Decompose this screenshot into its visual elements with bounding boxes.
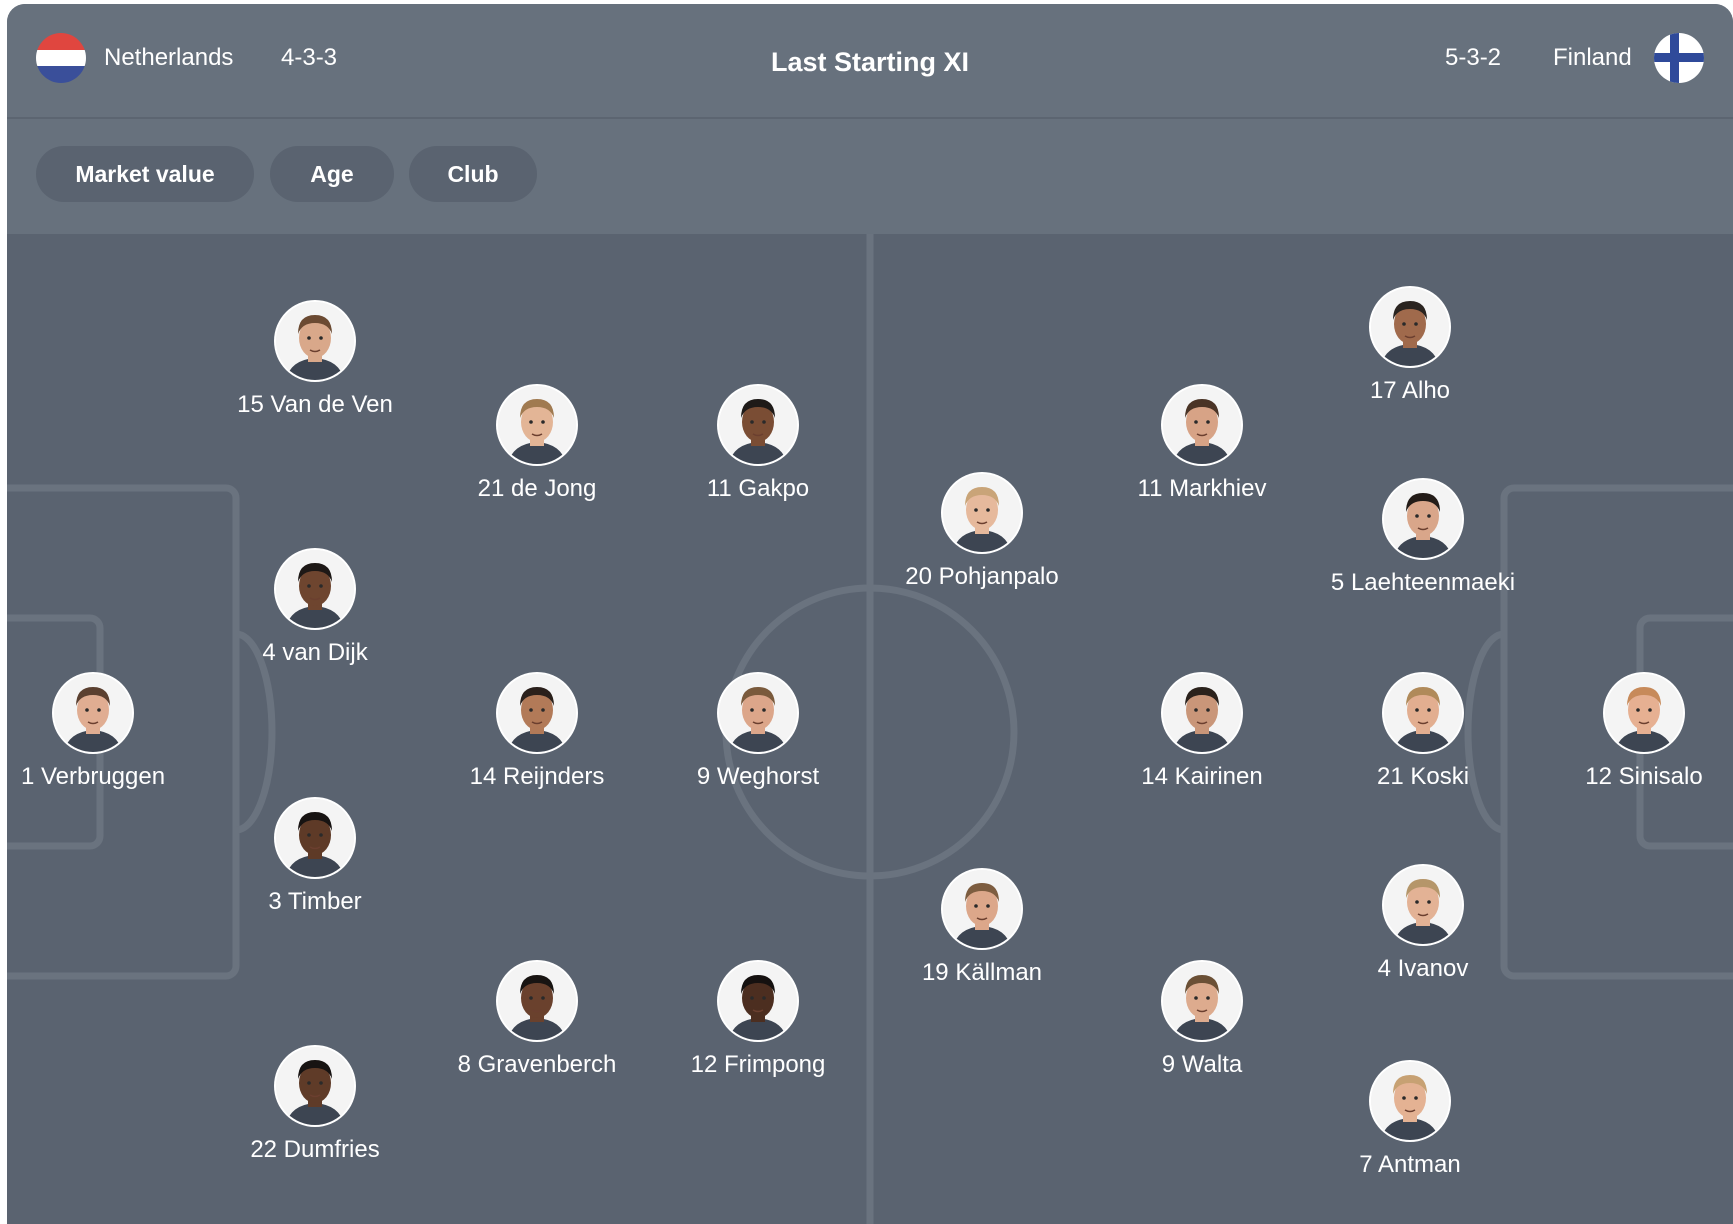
- away-player-17-alho[interactable]: 17 Alho: [1290, 288, 1530, 406]
- player-name[interactable]: 21 Koski: [1376, 763, 1470, 790]
- away-player-11-markhiev[interactable]: 11 Markhiev: [1082, 386, 1322, 504]
- player-name[interactable]: 8 Gravenberch: [457, 1051, 617, 1078]
- player-name[interactable]: 3 Timber: [268, 888, 362, 915]
- netherlands-flag-icon: [36, 33, 86, 83]
- player-photo[interactable]: [719, 962, 797, 1040]
- player-photo[interactable]: [1605, 674, 1683, 752]
- away-player-14-kairinen[interactable]: 14 Kairinen: [1082, 674, 1322, 792]
- home-player-4-van-dijk[interactable]: 4 van Dijk: [195, 550, 435, 668]
- player-photo[interactable]: [943, 474, 1021, 552]
- player-photo[interactable]: [719, 674, 797, 752]
- player-photo[interactable]: [498, 674, 576, 752]
- player-name[interactable]: 14 Reijnders: [469, 763, 605, 790]
- home-team-name[interactable]: Netherlands: [104, 44, 234, 71]
- player-photo[interactable]: [54, 674, 132, 752]
- player-photo[interactable]: [1163, 386, 1241, 464]
- player-name[interactable]: 4 van Dijk: [262, 639, 368, 666]
- player-photo[interactable]: [1384, 866, 1462, 944]
- player-name[interactable]: 1 Verbruggen: [20, 763, 166, 790]
- pitch-markings: [7, 234, 1733, 1224]
- home-player-21-de-jong[interactable]: 21 de Jong: [417, 386, 657, 504]
- pitch: [7, 234, 1733, 1224]
- club-filter-button[interactable]: Club: [409, 146, 537, 202]
- player-name[interactable]: 15 Van de Ven: [237, 391, 393, 418]
- player-photo[interactable]: [276, 302, 354, 380]
- player-name[interactable]: 17 Alho: [1369, 377, 1451, 404]
- player-photo[interactable]: [719, 386, 797, 464]
- lineup-header: Netherlands 4-3-3 Last Starting XI 5-3-2…: [7, 4, 1733, 119]
- player-name[interactable]: 22 Dumfries: [250, 1136, 380, 1163]
- age-filter-button[interactable]: Age: [270, 146, 394, 202]
- player-photo[interactable]: [276, 799, 354, 877]
- player-photo[interactable]: [1371, 288, 1449, 366]
- home-player-9-weghorst[interactable]: 9 Weghorst: [638, 674, 878, 792]
- home-player-14-reijnders[interactable]: 14 Reijnders: [417, 674, 657, 792]
- player-name[interactable]: 21 de Jong: [477, 475, 597, 502]
- away-player-12-sinisalo[interactable]: 12 Sinisalo: [1524, 674, 1733, 792]
- filter-bar: [7, 119, 1733, 234]
- market-value-filter-button[interactable]: Market value: [36, 146, 254, 202]
- player-name[interactable]: 20 Pohjanpalo: [905, 563, 1059, 590]
- home-player-3-timber[interactable]: 3 Timber: [195, 799, 435, 917]
- away-player-7-antman[interactable]: 7 Antman: [1290, 1062, 1530, 1180]
- away-player-9-walta[interactable]: 9 Walta: [1082, 962, 1322, 1080]
- away-player-20-pohjanpalo[interactable]: 20 Pohjanpalo: [862, 474, 1102, 592]
- home-formation: 4-3-3: [281, 44, 338, 71]
- player-name[interactable]: 11 Markhiev: [1137, 475, 1267, 502]
- page-title: Last Starting XI: [770, 47, 970, 77]
- away-player-5-laehteenmaeki[interactable]: 5 Laehteenmaeki: [1303, 480, 1543, 598]
- player-name[interactable]: 7 Antman: [1359, 1151, 1461, 1178]
- player-photo[interactable]: [498, 962, 576, 1040]
- home-player-22-dumfries[interactable]: 22 Dumfries: [195, 1047, 435, 1165]
- home-player-12-frimpong[interactable]: 12 Frimpong: [638, 962, 878, 1080]
- away-player-19-kallman[interactable]: 19 Källman: [862, 870, 1102, 988]
- lineup-card: Netherlands 4-3-3 Last Starting XI 5-3-2…: [7, 4, 1733, 1224]
- player-photo[interactable]: [276, 1047, 354, 1125]
- player-name[interactable]: 4 Ivanov: [1377, 955, 1469, 982]
- player-photo[interactable]: [1384, 674, 1462, 752]
- finland-flag-icon: [1654, 33, 1704, 83]
- player-photo[interactable]: [1371, 1062, 1449, 1140]
- away-player-4-ivanov[interactable]: 4 Ivanov: [1303, 866, 1543, 984]
- away-team-name[interactable]: Finland: [1553, 44, 1632, 71]
- player-name[interactable]: 12 Frimpong: [690, 1051, 826, 1078]
- home-player-15-van-de-ven[interactable]: 15 Van de Ven: [195, 302, 435, 420]
- away-formation: 5-3-2: [1445, 44, 1502, 71]
- player-photo[interactable]: [276, 550, 354, 628]
- player-photo[interactable]: [1384, 480, 1462, 558]
- player-name[interactable]: 14 Kairinen: [1141, 763, 1263, 790]
- player-name[interactable]: 9 Walta: [1161, 1051, 1243, 1078]
- home-player-8-gravenberch[interactable]: 8 Gravenberch: [417, 962, 657, 1080]
- player-photo[interactable]: [1163, 962, 1241, 1040]
- player-name[interactable]: 11 Gakpo: [706, 475, 810, 502]
- away-player-21-koski[interactable]: 21 Koski: [1303, 674, 1543, 792]
- player-photo[interactable]: [943, 870, 1021, 948]
- player-name[interactable]: 9 Weghorst: [696, 763, 820, 790]
- player-name[interactable]: 5 Laehteenmaeki: [1330, 569, 1516, 596]
- home-player-11-gakpo[interactable]: 11 Gakpo: [638, 386, 878, 504]
- home-player-1-verbruggen[interactable]: 1 Verbruggen: [7, 674, 213, 792]
- player-name[interactable]: 19 Källman: [921, 959, 1043, 986]
- player-photo[interactable]: [498, 386, 576, 464]
- player-photo[interactable]: [1163, 674, 1241, 752]
- player-name[interactable]: 12 Sinisalo: [1585, 763, 1703, 790]
